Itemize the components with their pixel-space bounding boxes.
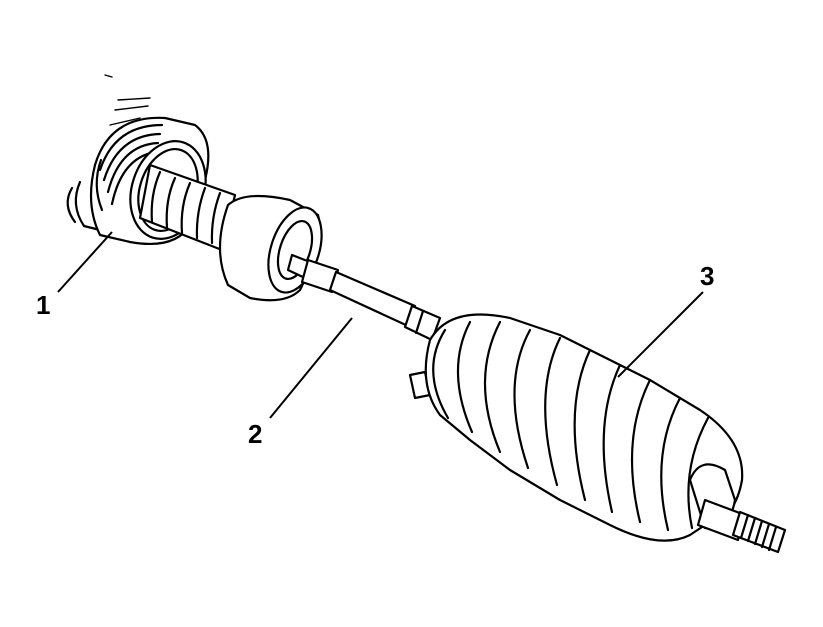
leader-1	[57, 231, 113, 293]
outer-threaded-end	[696, 498, 787, 554]
callout-1: 1	[36, 290, 50, 320]
tie-rod-boot	[424, 313, 744, 542]
callout-3: 3	[700, 261, 714, 291]
leader-2	[269, 317, 353, 419]
callout-2: 2	[248, 419, 262, 449]
inner-tie-rod	[286, 253, 442, 342]
leader-3	[617, 291, 704, 378]
inner-rack-shaft	[138, 163, 237, 252]
